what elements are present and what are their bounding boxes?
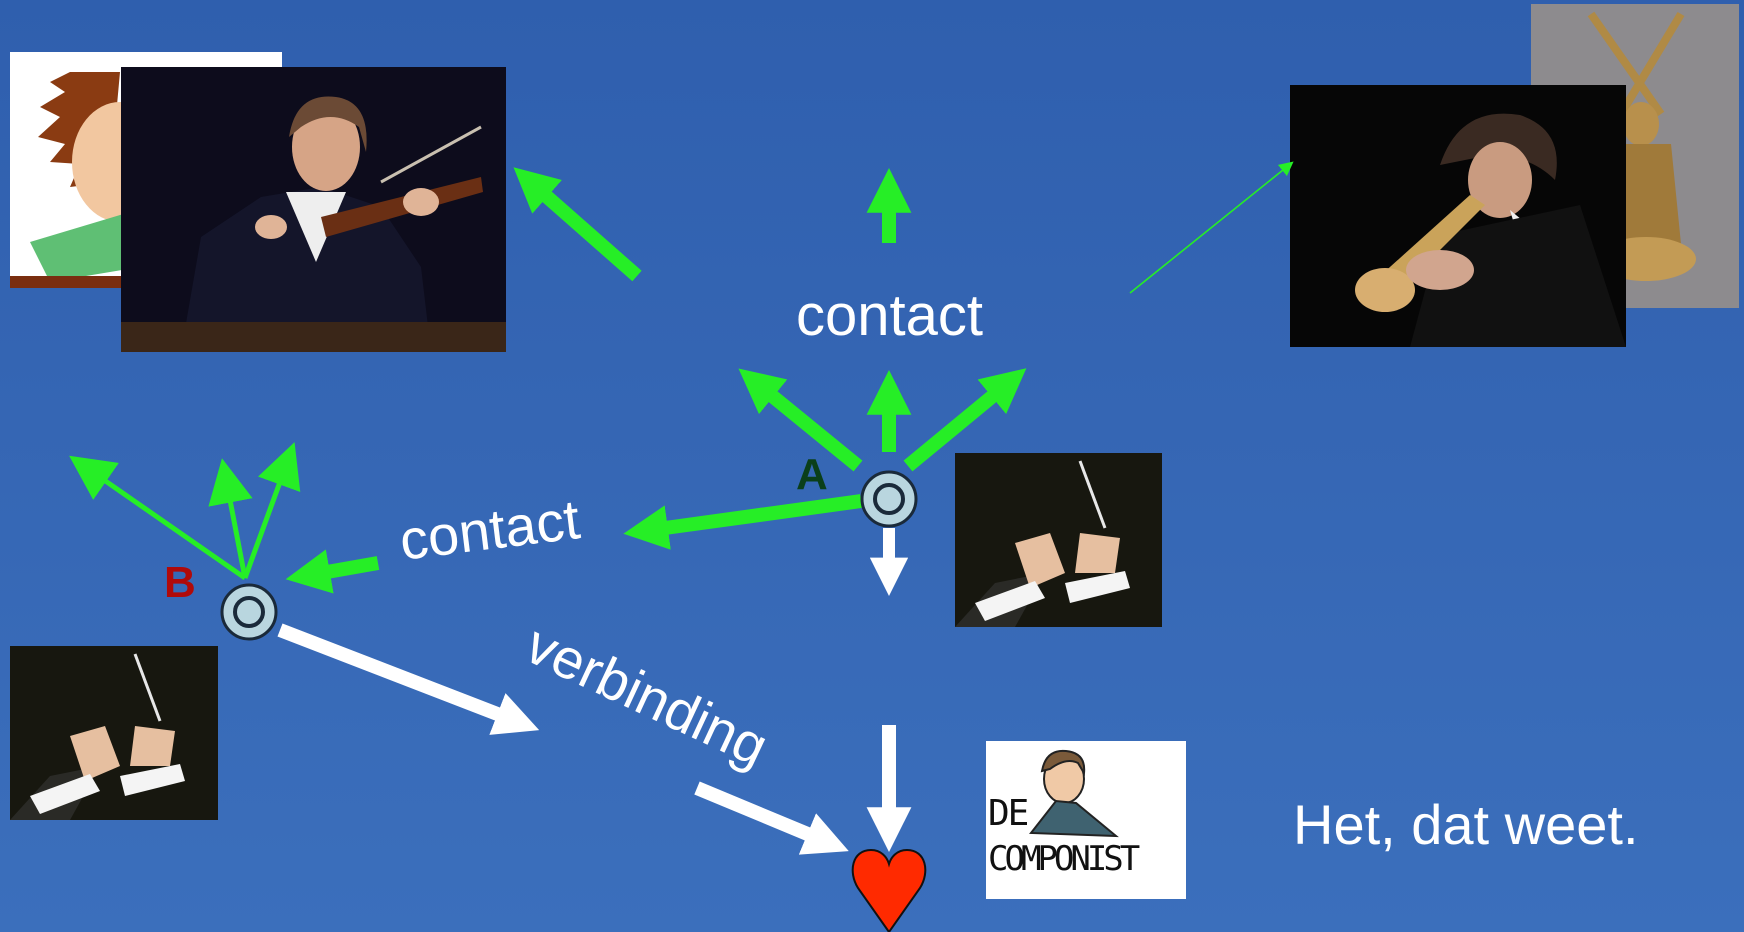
node-a-label: A	[796, 450, 828, 499]
contact-label-top: contact	[796, 283, 983, 348]
logo-line-2: COMPONIST	[988, 839, 1140, 879]
arrow-b-up-right	[242, 442, 301, 579]
statement-text: Het, dat weet.	[1293, 793, 1639, 856]
arrow-verbinding-to-heart	[694, 781, 849, 855]
heart-icon	[851, 848, 927, 932]
arrow-b-verbinding	[277, 623, 540, 735]
arrow-a-up-left	[738, 368, 863, 472]
node-b-label: B	[164, 558, 196, 607]
de-componist-logo: DE COMPONIST	[986, 741, 1186, 899]
arrow-a-up-right	[903, 368, 1027, 472]
node-b	[220, 583, 278, 641]
node-a	[860, 470, 918, 528]
arrow-to-violinist	[513, 167, 642, 282]
logo-line-1: DE	[988, 793, 1029, 834]
arrow-b-up-left	[69, 455, 247, 581]
arrow-a-to-contact	[623, 494, 862, 550]
arrow-contact-to-b	[285, 549, 380, 594]
violinist-photo	[121, 67, 506, 352]
conductor-hands-photo-a	[955, 453, 1162, 627]
arrow-b-up	[208, 458, 253, 579]
arrow-to-trumpeter	[1129, 161, 1294, 294]
trumpeter-photo	[1290, 85, 1626, 347]
conductor-hands-photo-b	[10, 646, 218, 820]
